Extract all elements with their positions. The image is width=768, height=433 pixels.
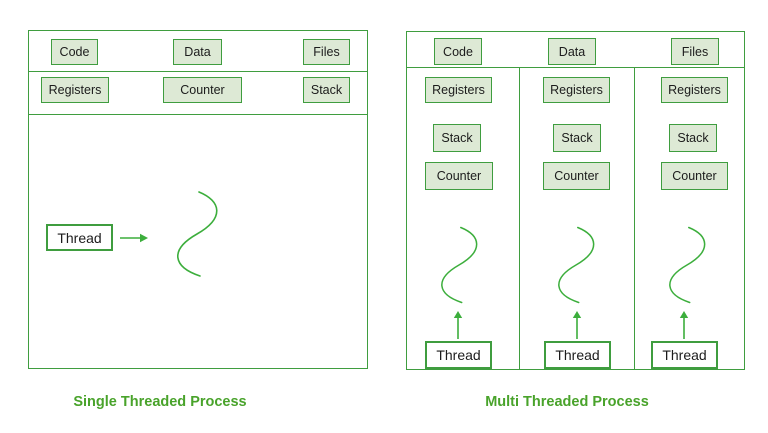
multi-col1-thread-squiggle-icon [441,226,478,304]
single-thread-squiggle-icon [177,191,218,277]
multi-col2-stack-box: Stack [553,124,601,152]
single-row1-divider [28,71,368,72]
single-stack-box: Stack [303,77,350,103]
single-files-box: Files [303,39,350,65]
multi-col2-thread-squiggle-icon [558,226,595,304]
single-process-caption: Single Threaded Process [73,394,247,410]
multi-code-box: Code [434,38,482,65]
multi-column-divider-2 [634,67,635,370]
multi-process-caption: Multi Threaded Process [485,394,649,410]
multi-col2-thread-box: Thread [544,341,611,369]
single-thread-box: Thread [46,224,113,251]
multi-col2-registers-box: Registers [543,77,610,103]
single-row2-divider [28,114,368,115]
multi-col3-arrow-up-icon [679,311,689,339]
multi-col1-thread-box: Thread [425,341,492,369]
multi-col2-arrow-up-icon [572,311,582,339]
multi-col1-arrow-up-icon [453,311,463,339]
multi-files-box: Files [671,38,719,65]
multi-row1-divider [406,67,745,68]
single-code-box: Code [51,39,98,65]
single-data-box: Data [173,39,222,65]
multi-col3-thread-box: Thread [651,341,718,369]
multi-data-box: Data [548,38,596,65]
multi-column-divider-1 [519,67,520,370]
multi-col1-registers-box: Registers [425,77,492,103]
multi-col1-stack-box: Stack [433,124,481,152]
multi-col3-stack-box: Stack [669,124,717,152]
multi-process-box [406,31,745,370]
arrow-right-icon [120,233,148,243]
multi-col3-thread-squiggle-icon [669,226,706,304]
multi-col1-counter-box: Counter [425,162,493,190]
multi-col3-registers-box: Registers [661,77,728,103]
single-registers-box: Registers [41,77,109,103]
single-process-box [28,30,368,369]
multi-col3-counter-box: Counter [661,162,728,190]
multi-col2-counter-box: Counter [543,162,610,190]
single-counter-box: Counter [163,77,242,103]
